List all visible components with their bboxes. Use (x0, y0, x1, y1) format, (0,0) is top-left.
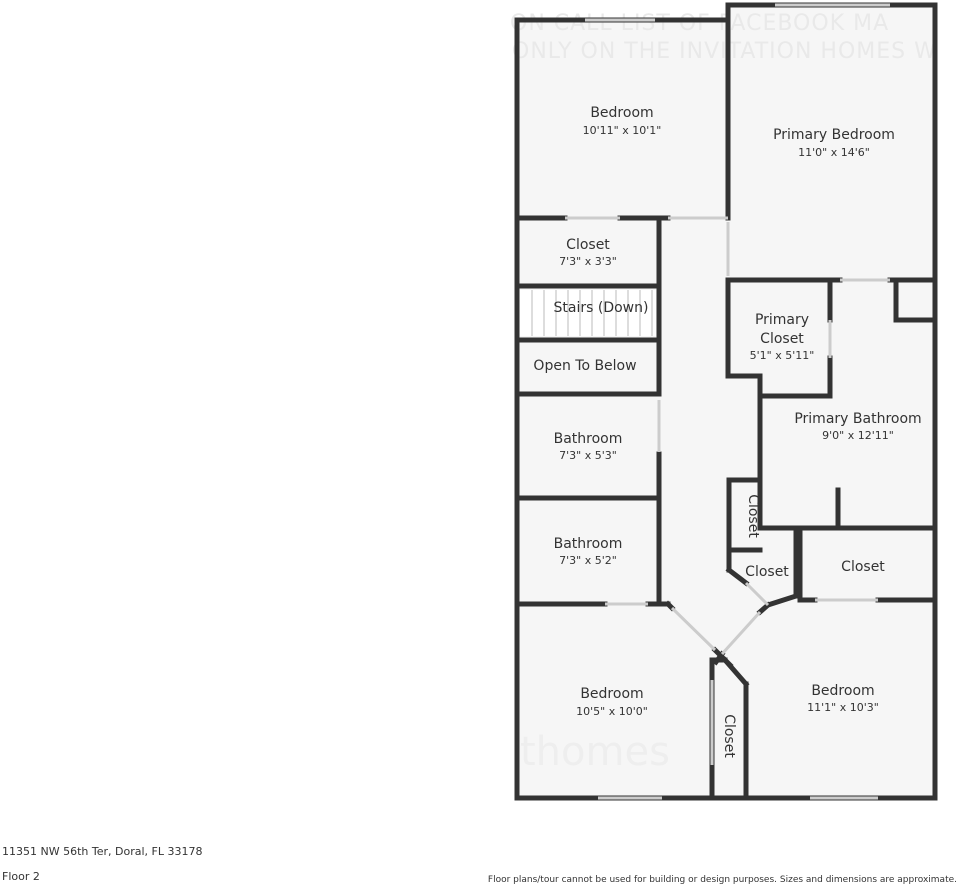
room-closet-vertical-name: Closet (745, 494, 761, 538)
room-closet-east-name: Closet (841, 559, 885, 575)
room-primary-bedroom-dims: 11'0" x 14'6" (798, 146, 870, 159)
disclaimer: Floor plans/tour cannot be used for buil… (487, 875, 957, 885)
room-bathroom-1-name: Bathroom (554, 431, 623, 447)
walls (514, 2, 938, 801)
room-bedroom-nw-name: Bedroom (590, 105, 653, 121)
room-open-to-below-name: Open To Below (533, 358, 636, 374)
room-stairs-name: Stairs (Down) (554, 300, 649, 316)
room-primary-closet-name-2: Closet (760, 331, 804, 347)
watermark-line-1: ON CALL LIST OF FACEBOOK MA (510, 11, 889, 36)
windows (565, 3, 890, 800)
room-bedroom-nw-dims: 10'11" x 10'1" (583, 124, 662, 137)
stair-treads (520, 290, 656, 336)
room-primary-bathroom-name: Primary Bathroom (794, 411, 921, 427)
room-bedroom-sw-dims: 10'5" x 10'0" (576, 705, 648, 718)
room-bathroom-2-name: Bathroom (554, 536, 623, 552)
room-closet-angled-name: Closet (745, 564, 789, 580)
room-bathroom-1-dims: 7'3" x 5'3" (559, 449, 617, 462)
room-primary-bedroom-name: Primary Bedroom (773, 127, 895, 143)
watermark-logo: thomes (520, 729, 670, 775)
room-primary-closet-name-1: Primary (755, 312, 809, 328)
room-bedroom-se-name: Bedroom (811, 683, 874, 699)
room-primary-bathroom-dims: 9'0" x 12'11" (822, 429, 894, 442)
room-closet-bottom-name: Closet (721, 714, 737, 758)
watermark-line-2: ONLY ON THE INVITATION HOMES W (512, 39, 937, 64)
room-bedroom-se-dims: 11'1" x 10'3" (807, 701, 879, 714)
floor-label: Floor 2 (2, 870, 40, 883)
room-primary-closet-dims: 5'1" x 5'11" (750, 349, 815, 362)
room-closet-1-name: Closet (566, 237, 610, 253)
room-bathroom-2-dims: 7'3" x 5'2" (559, 554, 617, 567)
room-closet-1-dims: 7'3" x 3'3" (559, 255, 617, 268)
property-address: 11351 NW 56th Ter, Doral, FL 33178 (2, 845, 203, 858)
room-bedroom-sw-name: Bedroom (580, 686, 643, 702)
